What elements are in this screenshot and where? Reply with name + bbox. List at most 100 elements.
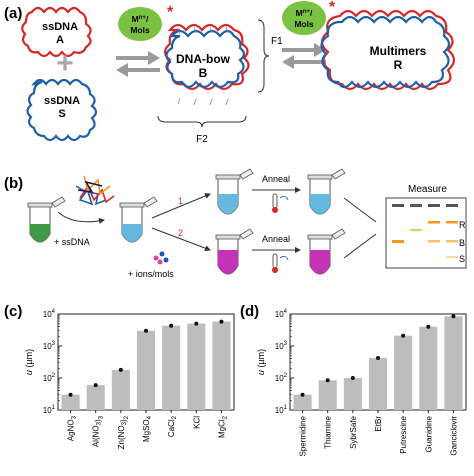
asterisk-1: * [167,4,174,21]
f2-bracket [157,115,247,128]
multimers-title: Multimers [370,44,427,58]
data-point [376,356,380,361]
dna-bow-structure [163,23,250,106]
dna-bow-title: DNA-bow [176,52,231,66]
reverse-arrowhead-2 [282,55,294,69]
svg-text:Mols: Mols [294,19,314,29]
measure-label: Measure [408,184,447,195]
tube-blue-intermediate [119,196,158,243]
data-point [169,323,174,328]
tube-magenta-annealed [307,228,346,275]
data-point [426,324,431,329]
x-tick-label: KCl [192,416,201,429]
ssdna-s-letter: S [58,108,65,120]
gel-label-r: R [459,220,466,230]
route-2-arrow [151,227,211,252]
route-2-label: 2 [178,228,183,238]
data-point [401,333,406,338]
x-tick-label: Zn(NO3)2 [117,415,130,449]
data-point [325,378,330,383]
data-point [93,383,98,388]
y-tick-label: 101 [275,405,288,415]
x-tick-label: SybrSafe [349,415,358,448]
panel-c-label: (c) [4,303,22,320]
data-point [118,367,123,372]
x-tick-label: Thiamine [324,415,333,448]
panel-b: (b) + ssDNA 1 2 [4,168,467,279]
bar [187,323,206,410]
plus-ssdna-label: + ssDNA [54,237,90,247]
x-tick-label: MgCl2 [217,415,228,438]
data-point [219,319,224,324]
panel-d-label: (d) [240,303,259,320]
bar [419,326,438,410]
y-tick-label: 102 [43,373,56,383]
bar [86,385,105,410]
ssdna-a-strand [21,6,92,58]
bar [111,369,130,410]
ssdna-a-title: ssDNA [42,21,78,33]
y-tick-label: 103 [275,341,288,351]
f1-label: F1 [271,36,283,47]
x-tick-label: EtBr [374,416,383,432]
x-tick-label: AgNO3 [67,415,78,441]
ssdna-a-letter: A [56,34,64,46]
forward-arrowhead-1 [148,51,160,65]
panel-a: (a) ssDNA A + ssDNA S Mn+/ Mols * [4,0,456,145]
data-point [451,314,456,319]
data-point [68,392,73,397]
y-axis-label: u (µm) [256,349,266,375]
y-tick-label: 101 [43,405,56,415]
to-gel-line-2 [343,233,377,259]
y-tick-label: 102 [275,373,288,383]
bar [343,378,362,410]
data-point [300,392,305,397]
tube-blue-route1 [215,168,254,215]
y-tick-label: 104 [43,309,56,319]
x-tick-label: Ganciclovir [449,416,458,456]
svg-text:Mn+/: Mn+/ [132,14,149,24]
ions-mols-icon [153,251,169,265]
bar [61,394,80,410]
data-point [350,376,355,380]
reverse-arrowhead-1 [116,63,128,77]
bar [318,380,337,410]
thermometer-icon-2 [272,253,289,273]
tube-blue-annealed [307,168,346,215]
x-tick-label: MgSO4 [142,415,153,442]
gel-label-s: S [459,254,465,264]
y-axis-label: u (µm) [24,349,34,375]
to-gel-line-1 [343,197,377,223]
f1-bracket [257,19,270,93]
anneal-label-2: Anneal [262,234,290,244]
multimers-letter: R [394,58,403,72]
route-1-label: 1 [178,196,183,206]
tube-green [27,196,66,243]
thermometer-icon-1 [272,193,289,213]
bar [293,394,312,410]
dna-bow-letter: B [199,66,208,80]
x-tick-label: Al(NO3)3 [92,415,105,447]
svg-text:Mols: Mols [130,25,150,35]
x-tick-label: Putrescine [399,415,408,453]
bar [212,321,231,410]
forward-arrowhead-2 [314,43,326,57]
route-1-arrow [151,193,211,219]
bar [394,335,413,410]
ion-badge-2: Mn+/ Mols * [282,0,336,35]
x-tick-label: Spermidine [299,415,308,456]
data-point [144,328,148,333]
plus-sign: + [56,47,74,80]
asterisk-2: * [329,0,336,16]
dna-tangle-icon [75,175,115,206]
data-point [194,321,199,326]
ssdna-s-title: ssDNA [44,95,80,107]
tube-magenta-route2 [215,228,254,275]
f2-label: F2 [196,134,208,145]
gel-image [385,197,467,269]
